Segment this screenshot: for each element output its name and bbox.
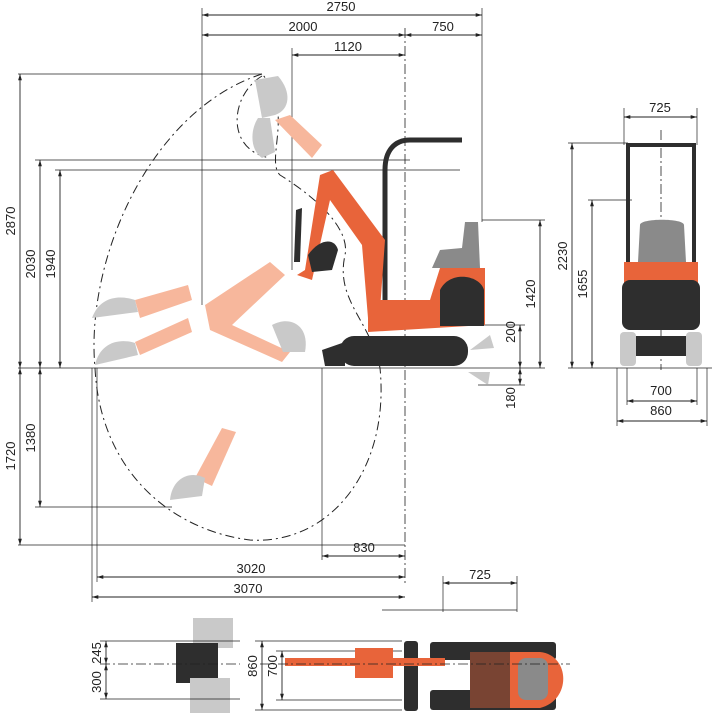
track-right: [686, 332, 702, 366]
dozer-blade: [322, 342, 345, 366]
dim-blade-drop: 180: [503, 387, 518, 409]
dim-max-reach-ground: 3020: [237, 561, 266, 576]
bucket-offset-left: [190, 678, 230, 713]
dim-dump-height-min: 1940: [43, 250, 58, 279]
dim-overall-height: 1420: [523, 280, 538, 309]
dim-rear-width: 725: [469, 567, 491, 582]
canopy: [626, 143, 696, 270]
bucket: [308, 241, 338, 272]
dim-track-width-min-top: 700: [265, 655, 280, 677]
canopy-frame: [470, 652, 510, 708]
dim-canopy-width: 725: [649, 100, 671, 115]
ghost-arm-positions: [92, 76, 322, 500]
top-view: 725 245 300 860 700: [89, 567, 570, 713]
dim-rear-length: 750: [432, 19, 454, 34]
side-view: 2750 2000 750 1120 2870 2030 1940 1720 1…: [3, 0, 545, 602]
bucket-center: [176, 643, 218, 683]
engine-cover: [440, 276, 484, 326]
swing-bracket: [355, 648, 393, 678]
dim-blade-lift: 200: [503, 321, 518, 343]
seat: [638, 219, 686, 262]
undercarriage: [636, 336, 686, 356]
dim-max-cut-height: 2870: [3, 207, 18, 236]
dim-track-width-max-top: 860: [245, 655, 260, 677]
dim-front-reach: 2000: [289, 19, 318, 34]
engine-cover: [622, 280, 700, 330]
dim-track-width-min: 700: [650, 383, 672, 398]
dim-seat-height: 1655: [575, 270, 590, 299]
excavator-top: [285, 641, 564, 711]
seat: [432, 222, 480, 268]
track: [340, 336, 468, 366]
blade-positions: [468, 335, 494, 385]
front-view: 725 2230 1655 700 860: [555, 100, 712, 426]
cylinder: [294, 208, 302, 262]
dozer-blade: [404, 641, 418, 711]
excavator-front: [620, 143, 702, 366]
dim-max-dump-height: 2030: [23, 250, 38, 279]
excavator-side: [294, 137, 494, 385]
dim-min-swing-radius: 830: [353, 540, 375, 555]
upper-body: [624, 262, 698, 284]
track-left: [620, 332, 636, 366]
seat: [518, 658, 548, 700]
boom: [297, 170, 385, 318]
dim-boom-offset-left: 300: [89, 671, 104, 693]
dim-total-length: 2750: [327, 0, 356, 14]
dim-boom-offset: 1120: [334, 39, 362, 54]
dim-vertical-wall-depth: 1380: [23, 424, 38, 453]
digging-envelope: [93, 73, 382, 541]
dim-canopy-height: 2230: [555, 242, 570, 271]
dim-track-width-max: 860: [650, 403, 672, 418]
canopy: [382, 137, 462, 300]
dim-max-dig-depth: 1720: [3, 442, 18, 471]
dim-boom-offset-right: 245: [89, 642, 104, 664]
dim-max-reach: 3070: [234, 581, 263, 596]
